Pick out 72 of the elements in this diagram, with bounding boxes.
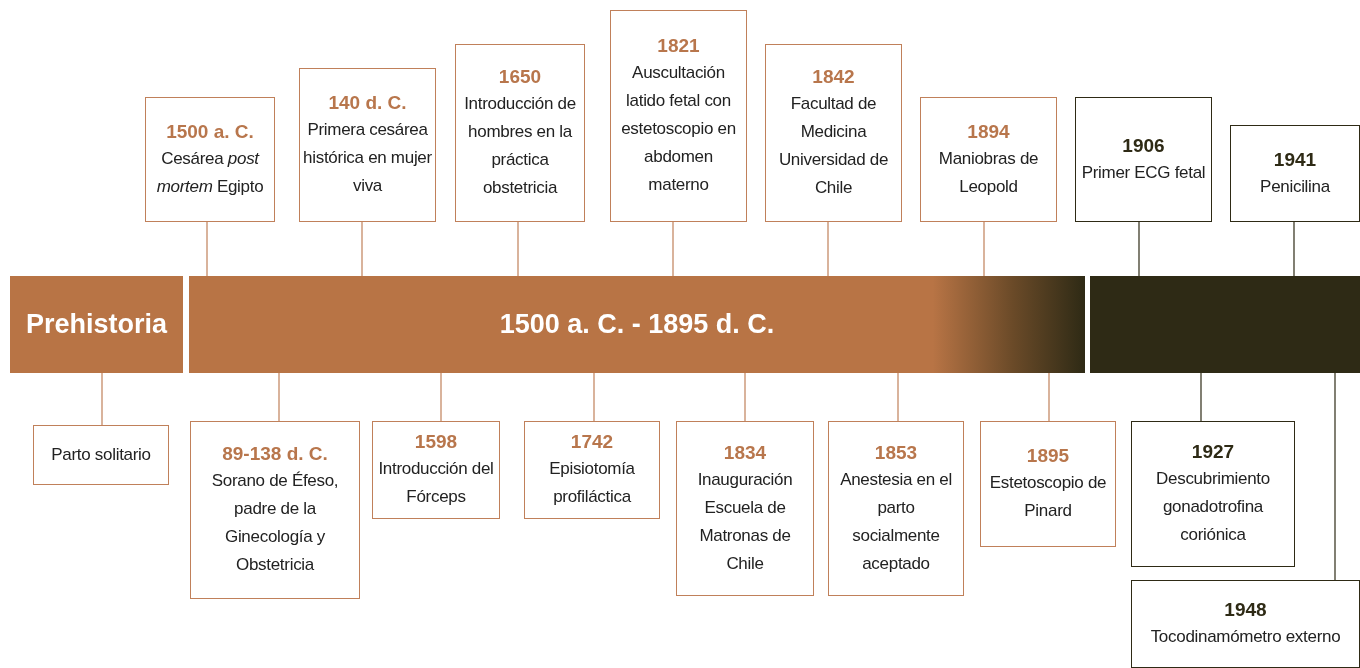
event-box bbox=[524, 421, 660, 519]
event-box bbox=[455, 44, 585, 222]
connector-line bbox=[206, 221, 208, 277]
year-label: 1853 bbox=[874, 440, 918, 465]
connector-line bbox=[1293, 221, 1295, 277]
event-text: Penicilina bbox=[1260, 175, 1330, 198]
connector-line bbox=[827, 221, 829, 277]
event-text: Parto solitario bbox=[51, 444, 151, 466]
event-box bbox=[372, 421, 500, 519]
event-text: Primera cesárea histórica en mujer viva bbox=[303, 119, 432, 197]
connector-line bbox=[744, 372, 746, 422]
year-label: 1834 bbox=[723, 440, 767, 465]
year-label: 140 d. C. bbox=[328, 91, 407, 115]
event-text: Estetoscopio de Pinard bbox=[988, 472, 1108, 522]
event-box bbox=[1075, 97, 1212, 222]
era-label: 1500 a. C. - 1895 d. C. bbox=[499, 309, 775, 340]
event-text: Auscultación latido fetal con estetoscopio en abdomen materno bbox=[620, 62, 737, 196]
year-label: 1821 bbox=[657, 34, 700, 58]
event-box bbox=[610, 10, 747, 222]
event-box bbox=[920, 97, 1057, 222]
event-box bbox=[299, 68, 436, 222]
event-text: Cesárea post mortem Egipto bbox=[155, 147, 265, 198]
year-label: 89-138 d. C. bbox=[222, 442, 328, 466]
year-label: 1906 bbox=[1122, 133, 1165, 158]
connector-line bbox=[361, 221, 363, 277]
connector-line bbox=[672, 221, 674, 277]
era-label: Prehistoria bbox=[25, 309, 168, 340]
era-band bbox=[189, 276, 1085, 373]
year-label: 1948 bbox=[1224, 598, 1267, 622]
year-label: 1895 bbox=[1026, 444, 1070, 468]
event-text: Introducción del Fórceps bbox=[377, 458, 495, 508]
event-box bbox=[145, 97, 275, 222]
connector-line bbox=[897, 372, 899, 422]
connector-line bbox=[1200, 372, 1202, 422]
year-label: 1941 bbox=[1273, 147, 1317, 172]
event-text: Introducción de hombres en la práctica obstetricia bbox=[463, 93, 577, 199]
year-label: 1742 bbox=[570, 430, 614, 454]
event-text: Episiotomía profiláctica bbox=[548, 458, 636, 508]
event-text: Tocodinamómetro externo bbox=[1150, 626, 1341, 648]
event-text: Anestesia en el parto socialmente aceptado bbox=[839, 468, 953, 575]
connector-line bbox=[1138, 221, 1140, 277]
connector-line bbox=[983, 221, 985, 277]
connector-line bbox=[593, 372, 595, 422]
connector-line bbox=[517, 221, 519, 277]
year-label: 1650 bbox=[498, 65, 542, 89]
connector-line bbox=[440, 372, 442, 422]
era-band bbox=[10, 276, 183, 373]
event-box bbox=[676, 421, 814, 596]
event-text: Sorano de Éfeso, padre de la Ginecología y Obstetricia bbox=[210, 470, 340, 576]
year-label: 1598 bbox=[414, 430, 458, 454]
connector-line bbox=[278, 372, 280, 422]
connector-line bbox=[1048, 372, 1050, 422]
year-label: 1500 a. C. bbox=[166, 119, 254, 144]
event-text: Facultad de Medicina Universidad de Chile bbox=[777, 93, 890, 199]
event-box bbox=[765, 44, 902, 222]
event-box bbox=[190, 421, 360, 599]
event-box bbox=[980, 421, 1116, 547]
connector-line bbox=[101, 372, 103, 426]
year-label: 1927 bbox=[1191, 440, 1235, 464]
year-label: 1894 bbox=[967, 119, 1010, 144]
event-text: Descubrimiento gonadotrofina coriónica bbox=[1155, 468, 1271, 546]
event-box bbox=[1131, 421, 1295, 567]
event-text: Primer ECG fetal bbox=[1081, 161, 1206, 184]
event-text: Inauguración Escuela de Matronas de Chile bbox=[696, 468, 794, 575]
event-box bbox=[828, 421, 964, 596]
event-box bbox=[1230, 125, 1360, 222]
connector-line bbox=[1334, 372, 1336, 581]
era-bar bbox=[1090, 276, 1360, 373]
event-text: Maniobras de Leopold bbox=[937, 147, 1040, 198]
year-label: 1842 bbox=[812, 65, 855, 89]
event-box bbox=[33, 425, 169, 485]
event-box bbox=[1131, 580, 1360, 668]
